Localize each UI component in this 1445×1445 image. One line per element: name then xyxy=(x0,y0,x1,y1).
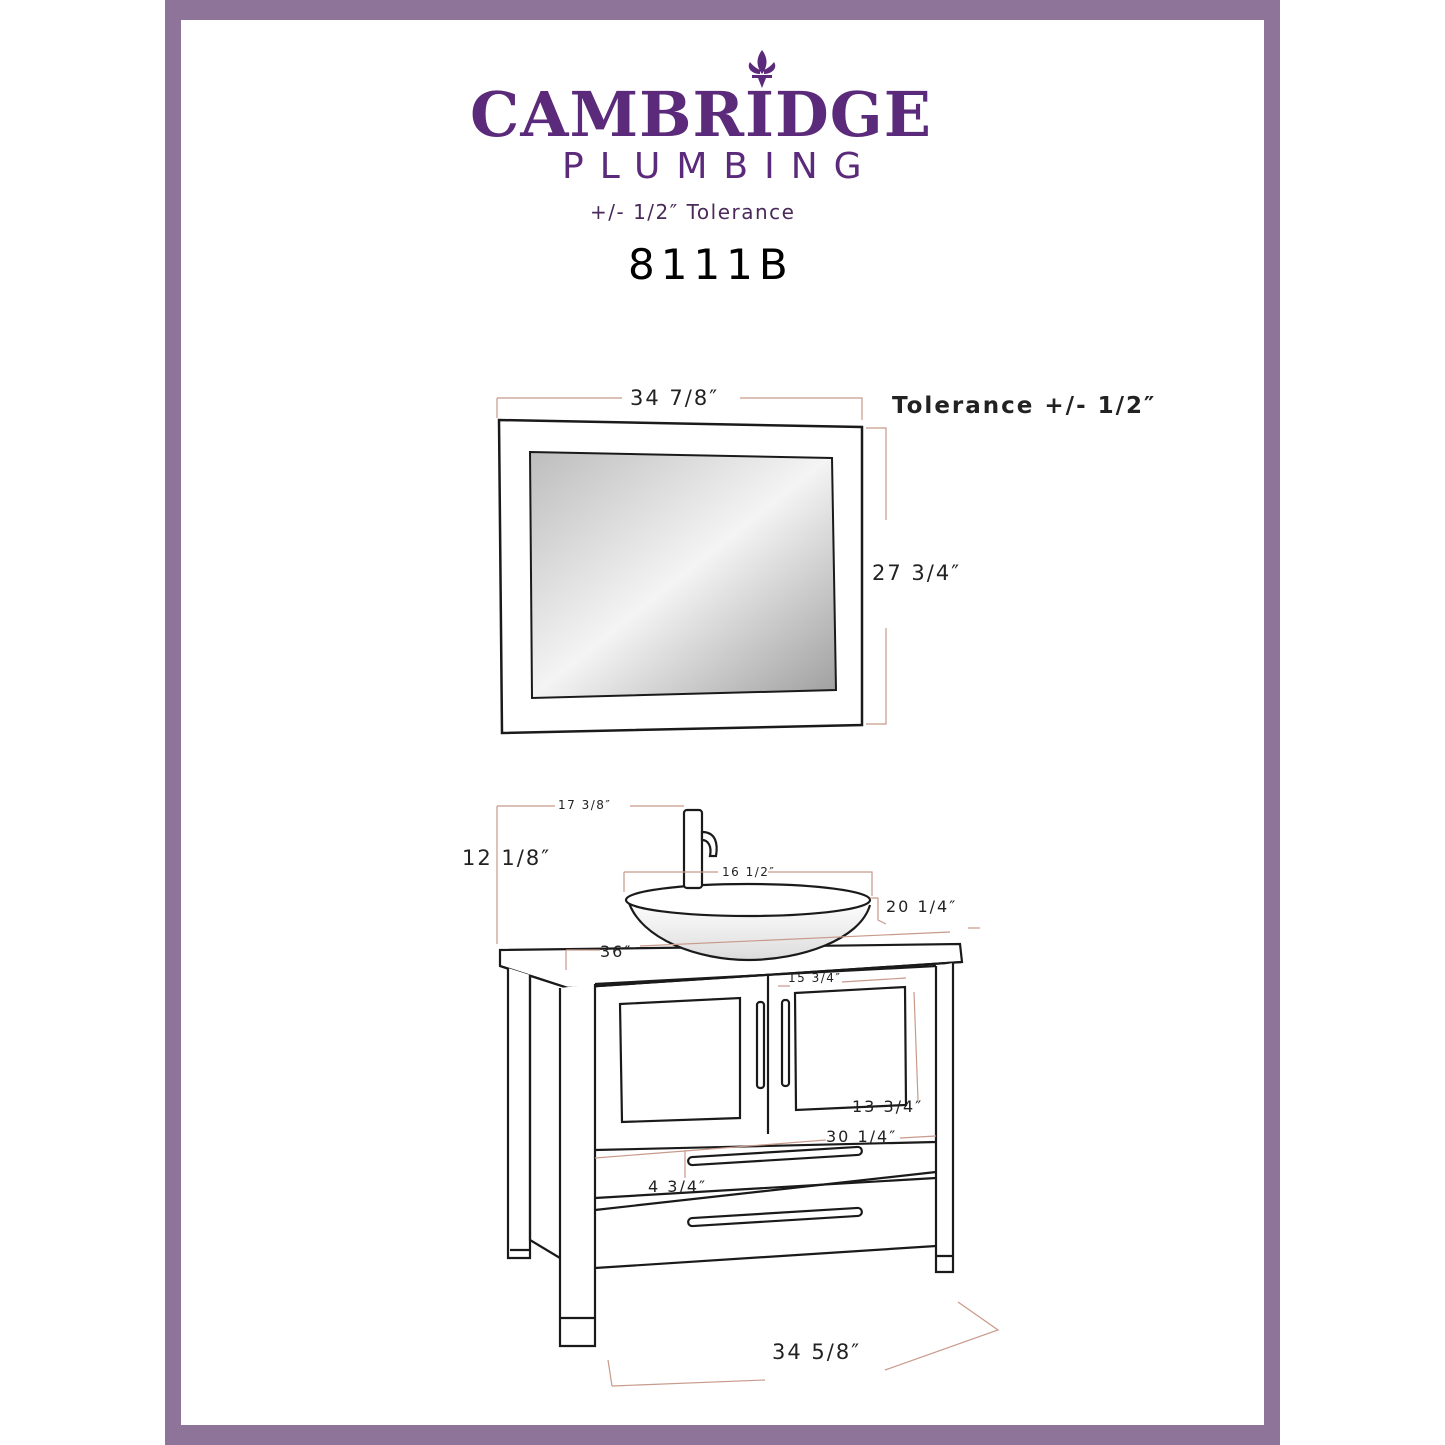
inner-width-label: 30 1/4″ xyxy=(826,1127,898,1146)
sink-diameter-label: 16 1/2″ xyxy=(722,865,776,879)
brand-subtitle: PLUMBING xyxy=(562,146,878,187)
mirror-width-label: 34 7/8″ xyxy=(630,386,720,410)
mirror-height-label: 27 3/4″ xyxy=(872,561,962,585)
model-number: 8111B xyxy=(628,240,794,289)
tolerance-note: Tolerance +/- 1/2″ xyxy=(892,393,1157,419)
mirror-glass xyxy=(528,450,838,700)
tolerance-header: +/- 1/2″ Tolerance xyxy=(590,200,796,224)
faucet-height-label: 17 3/8″ xyxy=(558,798,612,812)
right-door-panel xyxy=(793,985,908,1112)
drawer-handle-bottom xyxy=(687,1206,863,1228)
vanity-depth-label: 20 1/4″ xyxy=(886,897,958,916)
right-door-handle xyxy=(780,998,791,1088)
vanity-cabinet xyxy=(498,942,964,1348)
left-door-panel xyxy=(618,996,742,1124)
mirror-dimension-lines xyxy=(496,397,887,725)
door-height-label: 13 3/4″ xyxy=(852,1097,924,1116)
top-width-label: 36″ xyxy=(600,942,633,961)
fleur-de-lis-icon xyxy=(748,50,776,88)
mirror xyxy=(497,418,864,735)
drawer-height-label: 4 3/4″ xyxy=(648,1177,707,1196)
drawer-handle-top xyxy=(687,1145,863,1167)
door-width-label: 15 3/4″ xyxy=(788,971,842,985)
base-width-label: 34 5/8″ xyxy=(772,1340,862,1364)
vessel-sink xyxy=(624,882,872,962)
sink-height-label: 12 1/8″ xyxy=(462,846,552,870)
brand-name: CAMBRIDGE xyxy=(470,78,932,151)
faucet-icon xyxy=(682,808,718,890)
vanity-dimension-lines xyxy=(496,805,1000,1387)
left-door-handle xyxy=(755,1000,766,1090)
